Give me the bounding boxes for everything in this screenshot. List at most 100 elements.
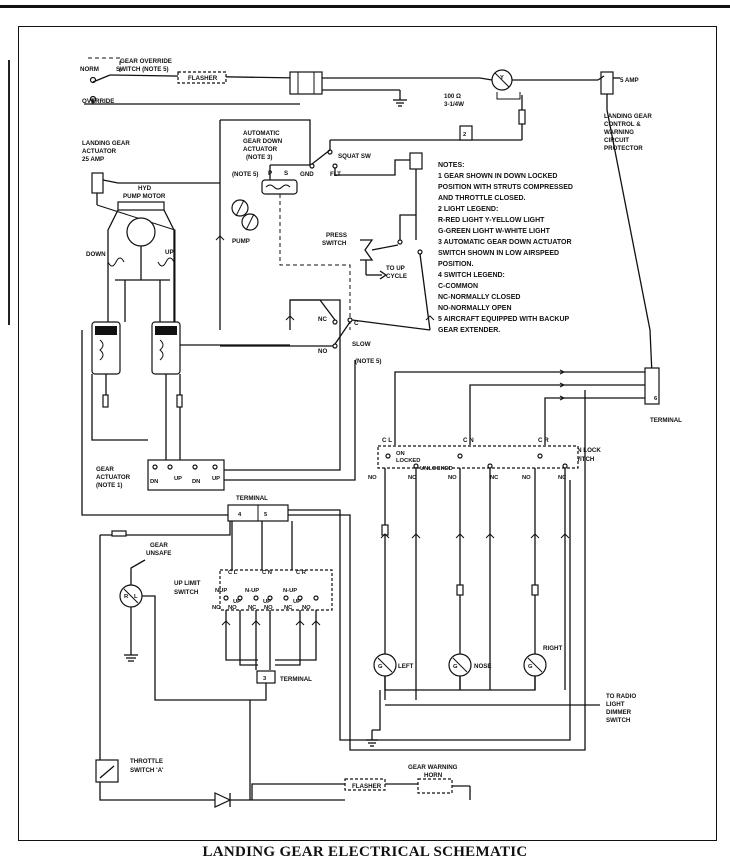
slow-switch (220, 299, 431, 349)
note-line: R-RED LIGHT Y-YELLOW LIGHT (438, 217, 545, 224)
nc-ul-1: NC (212, 605, 221, 611)
press-label-1: PRESS (326, 232, 347, 239)
note-line: 5 AIRCRAFT EQUIPPED WITH BACKUP (438, 316, 570, 323)
unsafe-label-1: GEAR (150, 542, 168, 549)
ul-label-2: SWITCH (174, 589, 199, 596)
pump-motor (107, 201, 175, 310)
nc-dl-2: NC (490, 475, 499, 481)
gact-label-3: (NOTE 1) (96, 482, 122, 489)
horn-label-2: HORN (424, 772, 443, 779)
flasher-bottom-label: FLASHER (352, 783, 382, 790)
resistor-label: 100 Ω (444, 93, 461, 100)
flasher-top-label: FLASHER (188, 75, 218, 82)
down-lock-wiring (394, 371, 645, 445)
note-line: 1 GEAR SHOWN IN DOWN LOCKED (438, 173, 558, 180)
thr-label-2: SWITCH 'A' (130, 767, 164, 774)
up-limit-switch (219, 521, 333, 670)
notes-block: NOTES: 1 GEAR SHOWN IN DOWN LOCKED POSIT… (438, 160, 638, 336)
up-label: UP (165, 249, 174, 256)
lg-actuator-label-3: 25 AMP (82, 156, 104, 163)
slow-label: SLOW (352, 341, 371, 348)
relay-right (151, 321, 181, 375)
unlocked-label: UNLOCKED (420, 466, 453, 472)
nup-label: NUP (215, 588, 227, 594)
g-label-left: G (378, 664, 383, 670)
lg-actuator-label-2: ACTUATOR (82, 148, 117, 155)
ul-label-1: UP LIMIT (174, 580, 201, 587)
up-s-label-3: UP (293, 599, 301, 605)
nc-label: NC (318, 316, 327, 323)
resistor (330, 95, 526, 141)
gnd-label: GND (300, 171, 314, 178)
auto-label-4: (NOTE 3) (246, 154, 272, 161)
auto-label-1: AUTOMATIC (243, 130, 280, 137)
no-dl-3: NO (522, 475, 531, 481)
up-label-1: UP (174, 476, 182, 482)
cn-label-dl: C N (463, 437, 474, 444)
t5-label: 5 (264, 512, 268, 518)
note-line: 2 LIGHT LEGEND: (438, 206, 499, 213)
diode (214, 792, 345, 808)
nc-dl-1: NC (408, 475, 417, 481)
note-line: SWITCH SHOWN IN LOW AIRSPEED (438, 250, 560, 257)
relay-left (91, 321, 121, 375)
auto-label-5: (NOTE 5) (232, 171, 258, 178)
press-label-2: SWITCH (322, 240, 347, 247)
t6-label: 6 (654, 396, 658, 402)
note-line: 3 AUTOMATIC GEAR DOWN ACTUATOR (438, 239, 572, 246)
note-line: POSITION. (438, 261, 474, 268)
relay-wiring (81, 310, 290, 516)
radio-label-2: LIGHT (606, 701, 625, 708)
note5-label: (NOTE 5) (355, 358, 381, 365)
control-label-5: PROTECTOR (604, 145, 643, 152)
hyd-label-2: PUMP MOTOR (123, 193, 166, 200)
t2-label: 2 (463, 132, 466, 138)
pump-label: PUMP (232, 238, 250, 245)
note-line: 4 SWITCH LEGEND: (438, 272, 505, 279)
toup-label-1: TO UP (386, 265, 405, 272)
g-label-nose: G (453, 664, 458, 670)
note-line: NO-NORMALLY OPEN (438, 305, 512, 312)
gact-label-1: GEAR (96, 466, 114, 473)
terminal-label-3: TERMINAL (280, 676, 312, 683)
r-label-unsafe: R (124, 594, 129, 600)
on-label: ON (396, 451, 405, 457)
cl-label-dl: C L (382, 437, 392, 444)
norm-label: NORM (80, 66, 99, 73)
warning-horn (417, 778, 471, 800)
y-light-label: Y (500, 75, 504, 81)
terminal-label-6: TERMINAL (650, 417, 682, 424)
note-line: G-GREEN LIGHT W-WHITE LIGHT (438, 228, 550, 235)
flasher-top (177, 71, 227, 84)
nc-ul-3: NC (284, 605, 293, 611)
radio-label-4: SWITCH (606, 717, 631, 724)
dn-label-1: DN (150, 479, 158, 485)
toup-label-2: CYCLE (386, 273, 407, 280)
thr-label-1: THROTTLE (130, 758, 163, 765)
dl-label-1: DOWN LOCK (562, 447, 601, 454)
pump (231, 199, 259, 231)
squat-label: SQUAT SW (338, 153, 371, 160)
c-label: C (354, 320, 359, 327)
lg-actuator-label-1: LANDING GEAR (82, 140, 130, 147)
no-label: NO (318, 348, 327, 355)
n-up-label-1: N-UP (245, 588, 259, 594)
connector-arrows (215, 235, 570, 626)
nose-label: NOSE (474, 663, 492, 670)
override-switch-label: GEAR OVERRIDE (120, 58, 172, 65)
control-label-3: WARNING (604, 129, 634, 136)
throttle-switch (95, 759, 215, 801)
nose-green-light (448, 653, 472, 677)
amp5-label: 5 AMP (620, 77, 639, 84)
down-lock-switch (377, 445, 579, 700)
cr-label-dl: C R (538, 437, 549, 444)
right-green-light (523, 653, 547, 677)
resistor-label-2: 3-1/4W (444, 101, 464, 108)
g-label-right: G (528, 664, 533, 670)
note-line: POSITION WITH STRUTS COMPRESSED (438, 184, 573, 191)
control-label-2: CONTROL & (604, 121, 641, 128)
terminal-label-45: TERMINAL (236, 495, 268, 502)
note-line: C-COMMON (438, 283, 479, 290)
light-ground-wiring (366, 676, 600, 747)
right-label: RIGHT (543, 645, 562, 652)
